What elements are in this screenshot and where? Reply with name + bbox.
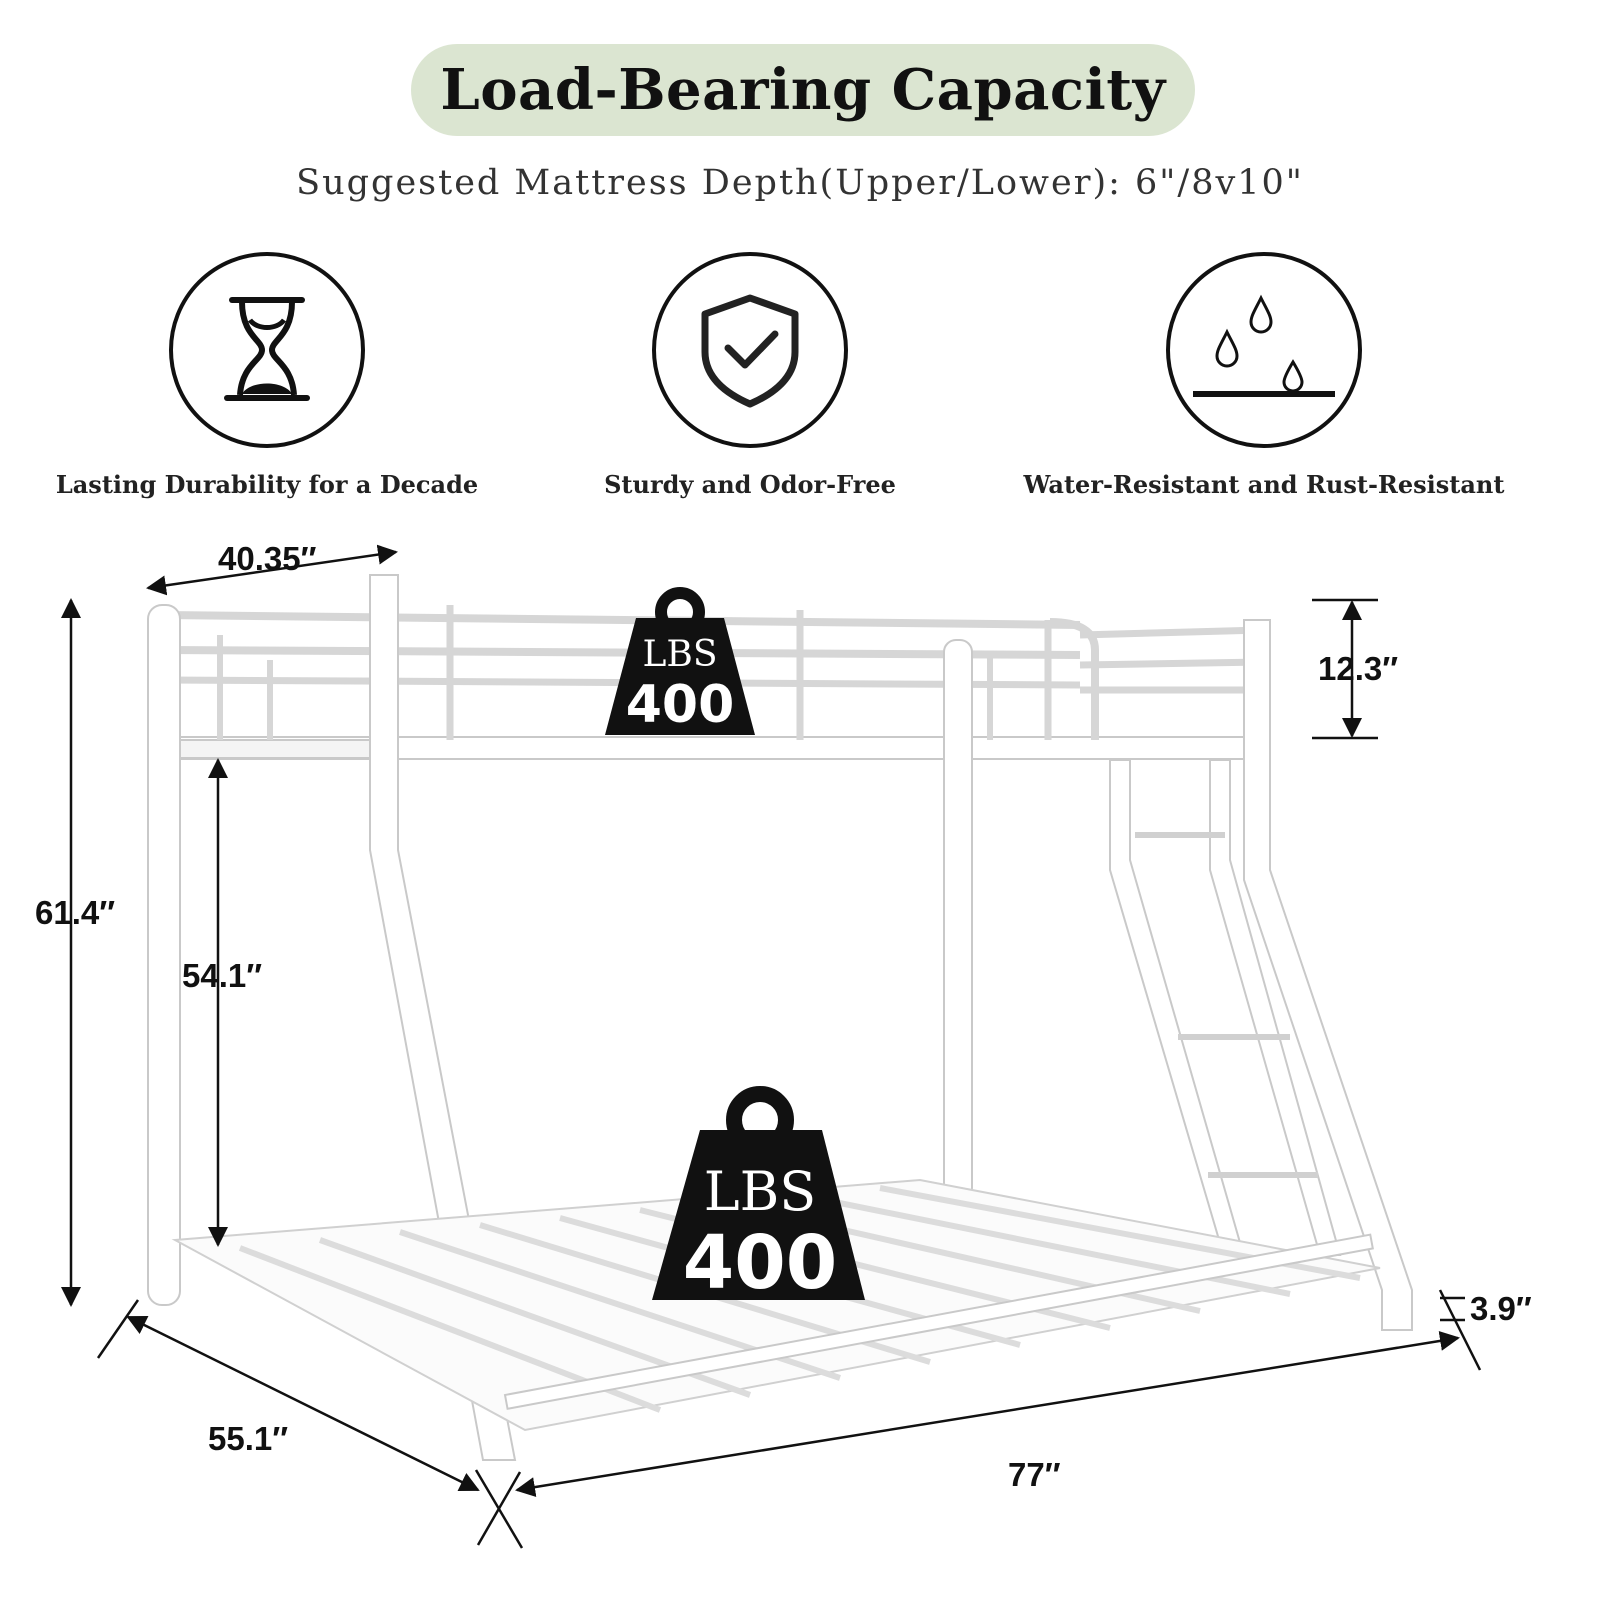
feature-sturdy: Sturdy and Odor-Free [500, 252, 1000, 499]
title-banner: Load-Bearing Capacity [411, 44, 1195, 136]
feature-label: Sturdy and Odor-Free [604, 470, 896, 499]
post-front-right [1243, 619, 1413, 1331]
lower-weight-icon: LBS 400 [652, 1086, 865, 1306]
post-back-left [147, 604, 181, 1306]
page-title: Load-Bearing Capacity [440, 57, 1166, 123]
post-front-left [369, 574, 517, 1461]
feature-label: Lasting Durability for a Decade [55, 470, 479, 499]
mattress-depth-subtitle: Suggested Mattress Depth(Upper/Lower): 6… [296, 163, 1304, 203]
dim-length: 77″ [1008, 1456, 1061, 1493]
depth-line [126, 1315, 480, 1492]
ladder-rail-right [1209, 759, 1342, 1256]
lower-weight-value: 400 [683, 1220, 837, 1306]
feature-water-resistant: Water-Resistant and Rust-Resistant [1014, 252, 1514, 499]
water-drops-icon [1166, 252, 1362, 448]
hourglass-icon [169, 252, 365, 448]
shield-check-icon [652, 252, 848, 448]
upper-weight-value: 400 [626, 675, 735, 735]
bed-frame [147, 574, 1413, 1461]
length-line [515, 1330, 1460, 1498]
dim-total-height: 61.4″ [35, 894, 116, 931]
upper-weight-unit: LBS [642, 634, 717, 675]
dim-depth: 55.1″ [208, 1420, 289, 1457]
feature-durability: Lasting Durability for a Decade [17, 252, 517, 499]
dim-lower-clearance: 54.1″ [182, 957, 263, 994]
lower-weight-unit: LBS [704, 1160, 817, 1223]
post-middle [943, 639, 973, 1201]
feature-label: Water-Resistant and Rust-Resistant [1023, 470, 1505, 499]
width-top-line [146, 544, 398, 596]
dim-guardrail-height: 12.3″ [1318, 650, 1399, 687]
dim-floor-clearance: 3.9″ [1470, 1290, 1532, 1327]
upper-weight-icon: LBS 400 [605, 587, 755, 735]
dim-width-top: 40.35″ [218, 540, 317, 577]
